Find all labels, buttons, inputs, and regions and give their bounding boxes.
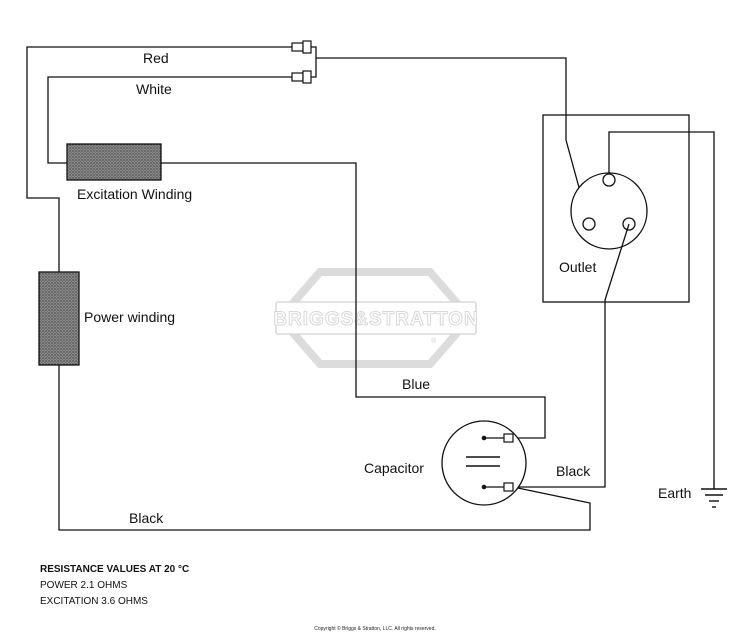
blue-wire-label: Blue: [402, 376, 430, 392]
excitation-winding-label: Excitation Winding: [77, 186, 192, 202]
capacitor-terminal-top: [481, 433, 514, 443]
white-wire-label: White: [136, 81, 172, 97]
outlet-box: [542, 114, 690, 303]
red-connector: [291, 40, 312, 54]
red-wire-label: Red: [143, 50, 169, 66]
black-wire-bottom: [58, 365, 591, 531]
outlet-pin-live: [582, 217, 596, 231]
black-wire-bottom-label: Black: [129, 510, 164, 526]
white-connector: [291, 70, 312, 84]
watermark-brand: BRIGGS&STRATTON: [273, 309, 478, 330]
watermark-registered: ®: [431, 337, 437, 345]
wire-to-outlet-live: [316, 57, 590, 225]
earth-label: Earth: [658, 485, 691, 501]
power-winding-label: Power winding: [84, 309, 175, 325]
black-wire-outlet-label: Black: [556, 463, 591, 479]
capacitor-label: Capacitor: [364, 460, 424, 476]
outlet-label: Outlet: [559, 259, 596, 275]
white-wire: [47, 76, 300, 164]
resistance-power: POWER 2.1 OHMS: [40, 580, 128, 591]
resistance-excitation: EXCITATION 3.6 OHMS: [40, 596, 148, 607]
blue-wire: [161, 162, 546, 439]
black-wire-outlet: [513, 223, 630, 488]
copyright-text: Copyright © Briggs & Stratton, LLC. All …: [314, 625, 436, 632]
power-winding: [38, 271, 80, 366]
connector-bridge: [311, 46, 317, 78]
red-wire: [26, 46, 300, 272]
watermark: BRIGGS&STRATTON ®: [273, 268, 478, 368]
earth-wire: [608, 131, 715, 480]
outlet-pin-earth: [602, 173, 616, 187]
excitation-winding: [66, 143, 162, 181]
resistance-heading: RESISTANCE VALUES AT 20 °C: [40, 564, 189, 575]
capacitor-terminal-bottom: [481, 482, 514, 492]
earth-symbol-icon: [701, 480, 727, 508]
